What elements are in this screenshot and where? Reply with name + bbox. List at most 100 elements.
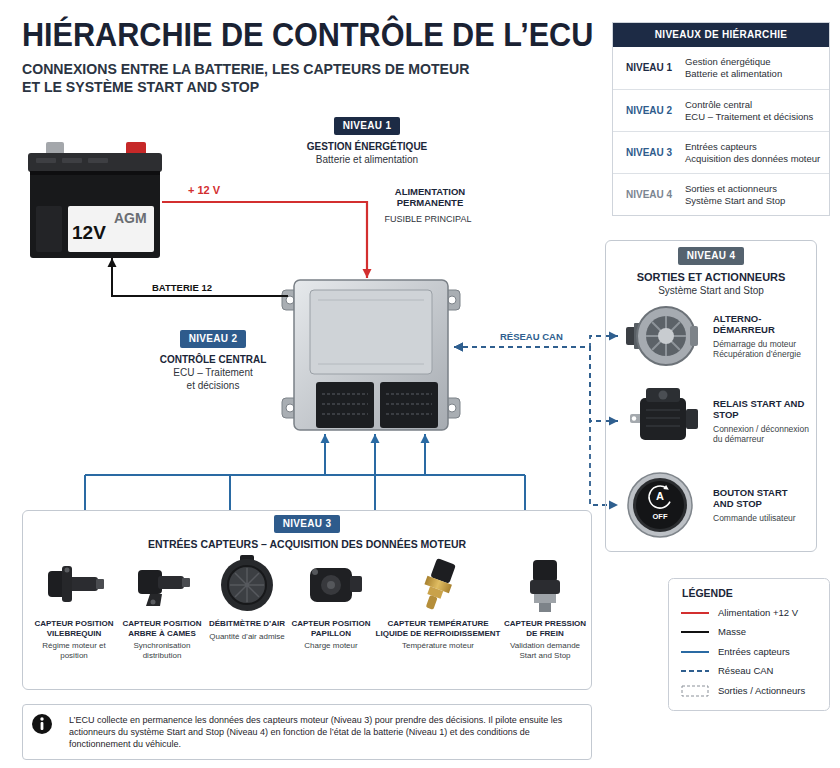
sensor-bus-segment [85,474,525,476]
item-title: NIVEAU 4 [626,189,685,201]
ecu-illustration-part [286,404,294,412]
description-text: Batterie et alimentation [685,68,825,80]
description-text: Température moteur [375,641,501,651]
legend-title: LÉGENDE [682,587,733,600]
description-text: L’ECU collecte en permanence les données… [69,714,579,750]
ecu-node: NIVEAU 2CONTRÔLE CENTRALECU – Traitement… [288,278,454,434]
legend-sample-part [681,612,709,614]
description-text: Gestion énergétique [685,56,825,68]
actuator-item: BOUTON START AND STOP Commande utilisateu… [618,467,813,543]
air-flow-meter-illustration-part [221,559,273,611]
legend-text: Réseau CAN [718,665,773,677]
arrowhead [321,434,330,443]
can-link-segment [454,336,618,347]
item-text-column: BOUTON START AND STOP Commande utilisateu… [713,487,809,524]
air-flow-meter-illustration-part [230,568,264,602]
relay-illustration-part [659,391,668,400]
description-text: Système Start and Stop [606,284,816,297]
sensor-panel: CAPTEUR POSITION VILEBREQUIN Régime moteu… [22,510,592,690]
row-level-cell: NIVEAU 1 [613,62,685,74]
power-wire [162,202,372,278]
battery-illustration-part [36,158,56,163]
alternator-illustration-part [646,316,686,356]
throttle-sensor-illustration-part [327,581,335,589]
item-title: RELAIS START AND STOP [713,398,809,421]
sensor-item: CAPTEUR POSITION ARBRE À CAMESSynchronis… [117,555,207,661]
coolant-sensor-illustration-part [426,595,438,610]
ecu-caption: NIVEAU 2CONTRÔLE CENTRALECU – Traitement… [153,328,273,392]
relay-illustration-part [646,410,680,426]
can-link-segment [454,347,618,505]
info-icon-part [32,714,52,734]
row-level-cell: NIVEAU 4 [613,189,685,201]
ecu-illustration-part [310,290,432,374]
info-icon-part [40,717,43,720]
sensor-item: CAPTEUR POSITION VILEBREQUIN Régime moteu… [31,555,117,661]
battery-illustration-part [28,153,162,172]
description-text: Connexion / déconnexion du démarreur [713,424,809,445]
legend-sample-part [681,670,709,672]
battery-marking: AGM [114,210,147,226]
level-heading: NIVEAU 1GESTION ÉNERGÉTIQUEBatterie et a… [292,115,442,166]
battery-illustration-part [88,158,108,163]
legend-text: Masse [718,626,746,638]
throttle-sensor-illustration-part [350,576,362,592]
legend-sample [680,685,710,697]
battery-illustration-part [30,171,160,258]
ground-wire-segment [112,258,288,296]
throttle-sensor-illustration-part [321,575,341,595]
legend-text: Sorties / Actionneurs [718,685,805,697]
item-title: SORTIES ET ACTIONNEURS [606,270,816,284]
description-text: Sorties et actionneurs [685,183,825,195]
battery-marking: 12V [72,222,106,244]
can-link-segment [454,347,618,421]
legend-entry: Alimentation +12 V [680,606,798,619]
sensor-item: CAPTEUR POSITION PAPILLONCharge moteur [287,555,375,651]
can-link [454,343,618,510]
power-wire-segment [162,202,367,278]
sensor-bus-segment [374,475,376,510]
table-header: NIVEAUX DE HIÉRARCHIE [613,23,829,47]
panel-header: NIVEAU 3ENTRÉES CAPTEURS – ACQUISITION D… [23,513,591,551]
item-title: GESTION ÉNERGÉTIQUE [292,140,442,153]
description-text: Commande utilisateur [713,513,809,524]
info-icon-part [41,722,44,730]
brake-pressure-sensor-illustration-part [533,560,557,582]
connector-label: BATTERIE 12 [150,282,214,294]
legend-frame [669,579,830,711]
table-row: NIVEAU 1Gestion énergétiqueBatterie et a… [613,47,829,89]
sensor-bus [85,434,525,510]
description-text: Régime moteur et position [31,641,117,661]
legend-sample-part [681,631,709,633]
connector-label: RÉSEAU CAN [498,331,565,343]
item-title: CONTRÔLE CENTRAL [153,353,273,366]
can-link [454,343,618,426]
item-title: CAPTEUR TEMPÉRATURE LIQUIDE DE REFROIDIS… [375,619,501,638]
item-title: BOUTON START AND STOP [713,487,809,510]
alternator-illustration-part [637,307,695,365]
legend-sample [680,665,710,677]
alternator-illustration-part [690,326,698,346]
start-stop-button-illustration-part [663,485,669,490]
start-stop-button-illustration-part [633,478,687,532]
alternator-illustration-part [646,316,686,356]
description-text: Validation demande Start and Stop [501,641,589,661]
sensor-item: CAPTEUR PRESSION DE FREINValidation dema… [501,555,589,661]
camshaft-sensor-illustration-part [182,578,190,587]
description-text: Entrées capteurs [685,141,825,153]
row-text-cell: Contrôle centralECU – Traitement et déci… [685,99,829,123]
button-marking: OFF [645,513,675,521]
sensor-item: CAPTEUR TEMPÉRATURE LIQUIDE DE REFROIDIS… [375,555,501,651]
item-title: ENTRÉES CAPTEURS – ACQUISITION DES DONNÉ… [23,538,591,551]
arrowhead [363,269,372,278]
arrowhead [108,258,117,267]
legend-sample [680,626,710,638]
item-title: CAPTEUR POSITION VILEBREQUIN [31,619,117,638]
table-row: NIVEAU 4Sorties et actionneursSystème St… [613,173,829,215]
diagram-title: HIÉRARCHIE DE CONTRÔLE DE L’ECU [22,16,593,52]
actuator-item: ALTERNO-DÉMARREURDémarrage du moteur Réc… [618,298,813,374]
can-link [454,332,618,352]
battery-node: 12V AGM [28,142,162,258]
